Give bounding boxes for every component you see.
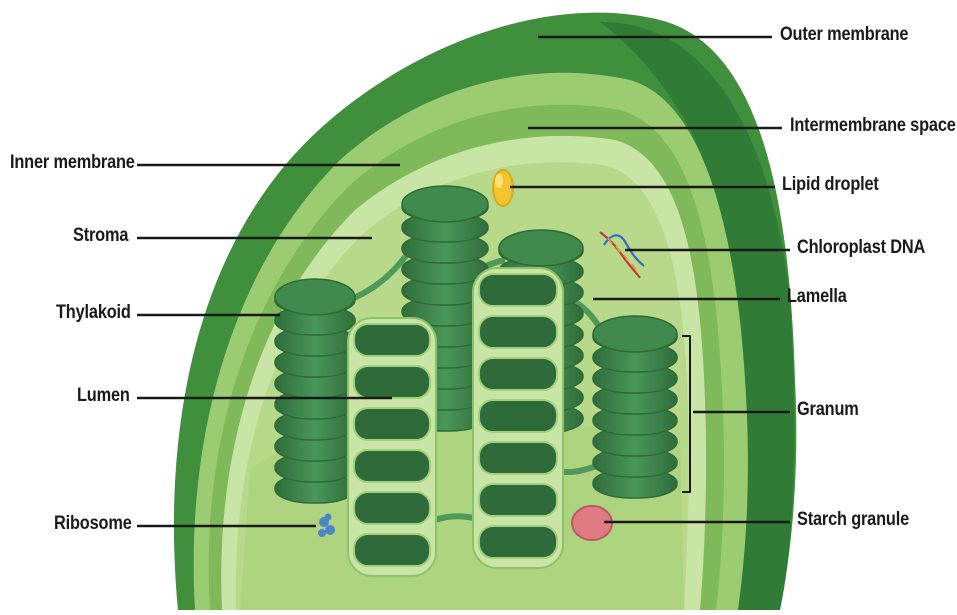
thylakoid-lumen [479, 274, 557, 306]
thylakoid-lumen [479, 316, 557, 348]
thylakoid-lumen [354, 534, 430, 566]
label-inner-membrane: Inner membrane [10, 152, 135, 174]
thylakoid-top [593, 316, 677, 352]
label-lipid-droplet: Lipid droplet [782, 174, 879, 196]
label-intermembrane-space: Intermembrane space [790, 115, 956, 137]
thylakoid-top [499, 230, 583, 266]
label-thylakoid: Thylakoid [56, 302, 131, 324]
label-outer-membrane: Outer membrane [780, 24, 908, 46]
label-stroma: Stroma [73, 225, 128, 247]
label-granum: Granum [797, 399, 859, 421]
thylakoid-lumen [479, 484, 557, 516]
label-ribosome: Ribosome [54, 513, 132, 535]
thylakoid-lumen [354, 324, 430, 356]
thylakoid-top [275, 279, 355, 315]
label-lumen: Lumen [77, 385, 130, 407]
label-starch-granule: Starch granule [797, 509, 909, 531]
thylakoid-lumen [354, 450, 430, 482]
thylakoid-lumen [479, 526, 557, 558]
thylakoid-lumen [479, 442, 557, 474]
thylakoid-lumen [479, 400, 557, 432]
thylakoid-lumen [354, 408, 430, 440]
lipid-droplet-highlight [495, 174, 503, 188]
thylakoid-top [402, 186, 488, 222]
label-chloroplast-dna: Chloroplast DNA [797, 237, 925, 259]
thylakoid-lumen [354, 492, 430, 524]
thylakoid-lumen [479, 358, 557, 390]
thylakoid-lumen [354, 366, 430, 398]
label-lamella: Lamella [787, 286, 847, 308]
